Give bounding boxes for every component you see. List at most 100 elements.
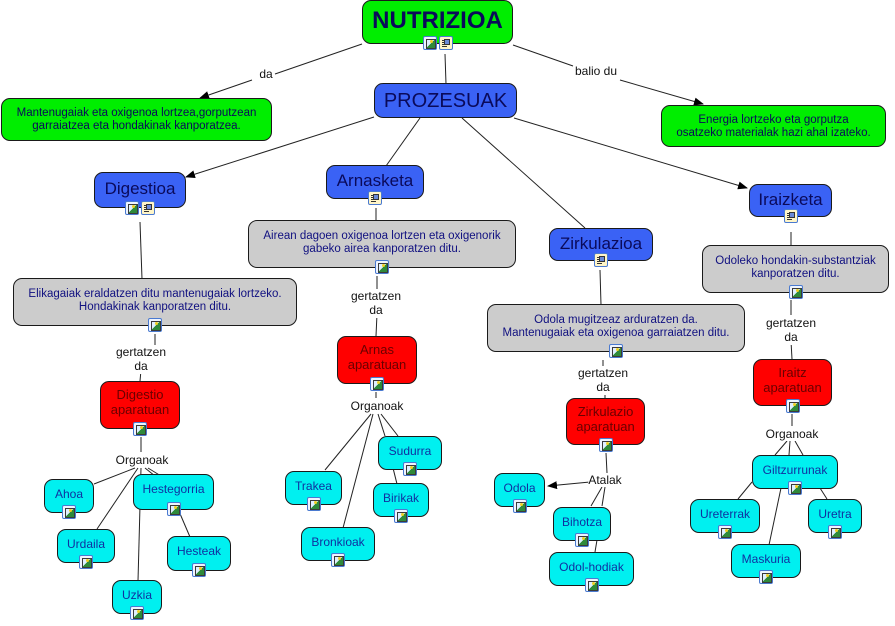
- concept-purpose-label: Energia lortzeko eta gorputza osatzeko m…: [676, 114, 871, 140]
- concept-root[interactable]: NUTRIZIOA: [362, 0, 513, 50]
- organ-node[interactable]: Giltzurrunak: [752, 455, 838, 495]
- link-da-definition: [199, 79, 253, 99]
- resource-icons: [584, 578, 599, 592]
- resource-icons: [125, 201, 155, 215]
- organ-node[interactable]: Uretra: [808, 499, 862, 539]
- document-resource-icon[interactable]: [783, 209, 798, 223]
- link-giltzurrunak-maskuria: [768, 487, 782, 546]
- concept-process-digestioa[interactable]: Digestioa: [94, 172, 186, 215]
- link-label-organoak: Organoak: [765, 427, 819, 442]
- concept-system-arnas[interactable]: Arnas aparatuan: [337, 336, 417, 391]
- concept-purpose[interactable]: Energia lortzeko eta gorputza osatzeko m…: [661, 105, 886, 147]
- document-resource-icon[interactable]: [368, 191, 382, 205]
- link-system-atalak: [605, 452, 608, 474]
- concept-process-zirkulazioa[interactable]: Zirkulazioa: [549, 228, 653, 267]
- concept-system-zirkulazio[interactable]: Zirkulazio aparatuan: [566, 398, 645, 452]
- organ-label: Odola: [503, 481, 536, 495]
- image-resource-icon[interactable]: [575, 533, 589, 547]
- organ-node[interactable]: Urdaila: [57, 529, 115, 569]
- resource-icons: [403, 462, 417, 476]
- resource-icons: [62, 505, 76, 519]
- description-label: Elikagaiak eraldatzen ditu mantenugaiak …: [28, 288, 282, 314]
- organ-label: Hestegorria: [142, 482, 205, 496]
- image-resource-icon[interactable]: [788, 285, 803, 299]
- resource-icons: [368, 191, 382, 205]
- organ-node[interactable]: Odola: [494, 473, 545, 513]
- description-label: Airean dagoen oxigenoa lortzen eta oxige…: [263, 230, 501, 256]
- process-label: Iraizketa: [758, 190, 823, 209]
- image-resource-icon[interactable]: [394, 509, 408, 523]
- link-atalak-odola: [547, 481, 591, 490]
- organ-label: Hesteak: [176, 544, 222, 558]
- image-resource-icon[interactable]: [375, 260, 389, 274]
- image-resource-icon[interactable]: [785, 399, 800, 413]
- link-organoak-trakea: [324, 413, 372, 471]
- organ-label: Bronkioak: [311, 535, 365, 549]
- organ-node[interactable]: Trakea: [285, 471, 342, 511]
- concept-description-arnasketa[interactable]: Airean dagoen oxigenoa lortzen eta oxige…: [248, 220, 516, 274]
- image-resource-icon[interactable]: [422, 36, 437, 50]
- concept-process-arnasketa[interactable]: Arnasketa: [326, 165, 424, 205]
- concept-description-digestioa[interactable]: Elikagaiak eraldatzen ditu mantenugaiak …: [13, 278, 297, 332]
- image-resource-icon[interactable]: [370, 377, 384, 391]
- image-resource-icon[interactable]: [125, 201, 139, 215]
- organ-node[interactable]: Sudurra: [378, 436, 442, 476]
- resource-icons: [306, 497, 321, 511]
- image-resource-icon[interactable]: [133, 422, 147, 436]
- resource-icons: [130, 606, 144, 620]
- document-resource-icon[interactable]: [594, 253, 608, 267]
- concept-root-label: NUTRIZIOA: [372, 7, 503, 34]
- resource-icons: [828, 525, 842, 539]
- organ-node[interactable]: Uzkia: [112, 580, 162, 620]
- description-label: Odoleko hondakin-substantziak kanporatze…: [715, 255, 876, 281]
- organ-node[interactable]: Ahoa: [44, 479, 94, 519]
- image-resource-icon[interactable]: [62, 505, 76, 519]
- link-root-processes: [444, 53, 447, 85]
- concept-definition[interactable]: Mantenugaiak eta oxigenoa lortzea,gorput…: [1, 98, 272, 141]
- image-resource-icon[interactable]: [598, 438, 613, 452]
- organ-node[interactable]: Ureterrak: [690, 499, 760, 539]
- concept-processes[interactable]: PROZESUAK: [374, 83, 517, 118]
- organ-node[interactable]: Maskuria: [731, 544, 801, 584]
- resource-icons: [512, 499, 527, 513]
- image-resource-icon[interactable]: [192, 563, 206, 577]
- image-resource-icon[interactable]: [759, 570, 773, 584]
- image-resource-icon[interactable]: [403, 462, 417, 476]
- organ-node[interactable]: Hestegorria: [133, 474, 214, 516]
- concept-processes-label: PROZESUAK: [383, 90, 508, 112]
- image-resource-icon[interactable]: [788, 481, 802, 495]
- image-resource-icon[interactable]: [512, 499, 527, 513]
- organ-node[interactable]: Birikak: [373, 483, 429, 523]
- process-label: Zirkulazioa: [559, 234, 643, 253]
- document-resource-icon[interactable]: [438, 36, 453, 50]
- organ-node[interactable]: Bronkioak: [301, 527, 375, 567]
- organ-label: Urdaila: [66, 537, 105, 551]
- image-resource-icon[interactable]: [148, 318, 162, 332]
- image-resource-icon[interactable]: [584, 578, 599, 592]
- image-resource-icon[interactable]: [828, 525, 842, 539]
- concept-process-iraizketa[interactable]: Iraizketa: [749, 184, 832, 223]
- image-resource-icon[interactable]: [79, 555, 93, 569]
- concept-system-digestio[interactable]: Digestio aparatuan: [100, 381, 180, 436]
- concept-description-iraizketa[interactable]: Odoleko hondakin-substantziak kanporatze…: [702, 245, 889, 299]
- image-resource-icon[interactable]: [718, 525, 732, 539]
- organ-node[interactable]: Bihotza: [553, 507, 611, 547]
- link-sudurra-birikak: [392, 467, 398, 485]
- resource-icons: [594, 253, 608, 267]
- image-resource-icon[interactable]: [609, 344, 623, 358]
- image-resource-icon[interactable]: [166, 502, 181, 516]
- organ-label: Sudurra: [388, 444, 432, 458]
- image-resource-icon[interactable]: [306, 497, 321, 511]
- organ-node[interactable]: Odol-hodiak: [549, 552, 634, 592]
- resource-icons: [788, 481, 802, 495]
- image-resource-icon[interactable]: [331, 553, 345, 567]
- document-resource-icon[interactable]: [141, 201, 155, 215]
- concept-system-iraitz[interactable]: Iraitz aparatuan: [753, 359, 832, 413]
- organ-node[interactable]: Hesteak: [167, 536, 231, 577]
- description-label: Odola mugitzeaz arduratzen da. Mantenuga…: [502, 314, 730, 340]
- concept-description-zirkulazioa[interactable]: Odola mugitzeaz arduratzen da. Mantenuga…: [487, 304, 745, 358]
- link-giltzurrunak-uretra: [819, 487, 828, 500]
- image-resource-icon[interactable]: [130, 606, 144, 620]
